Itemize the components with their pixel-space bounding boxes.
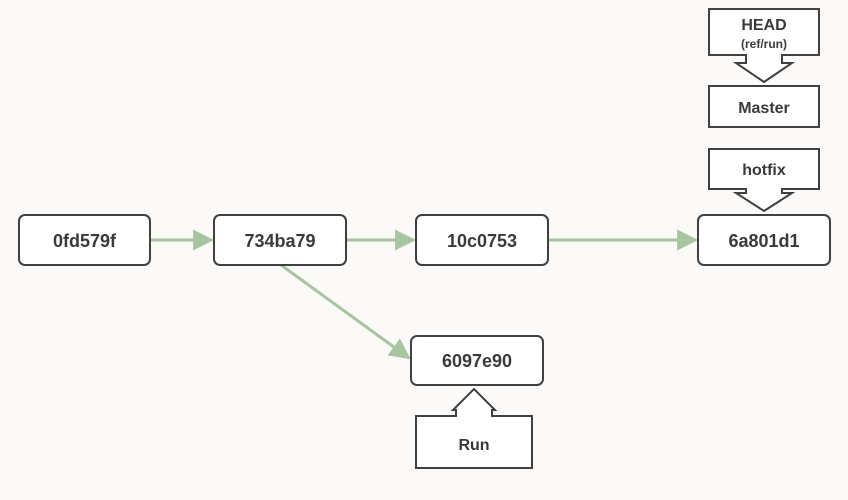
commit-label: 6a801d1 [728, 231, 799, 251]
run-branch-callout[interactable]: Run [415, 387, 533, 469]
commit-node-6097e90[interactable]: 6097e90 [410, 335, 544, 386]
master-branch-ref[interactable]: Master [708, 85, 820, 128]
commit-label: 10c0753 [447, 231, 517, 251]
commit-label: 734ba79 [244, 231, 315, 251]
commit-node-0fd579f[interactable]: 0fd579f [18, 214, 151, 266]
commit-node-734ba79[interactable]: 734ba79 [213, 214, 347, 266]
commit-label: 0fd579f [53, 231, 117, 251]
commit-node-6a801d1[interactable]: 6a801d1 [697, 214, 831, 266]
head-sub-label: (ref/run) [741, 37, 787, 51]
edge-c2-c5 [280, 263, 411, 360]
commit-label: 6097e90 [442, 351, 512, 371]
hotfix-label: hotfix [742, 162, 786, 179]
hotfix-branch-callout[interactable]: hotfix [708, 148, 820, 213]
head-label: HEAD [741, 17, 786, 34]
commit-node-10c0753[interactable]: 10c0753 [415, 214, 549, 266]
master-label: Master [738, 100, 790, 117]
head-ref-callout[interactable]: HEAD (ref/run) [708, 8, 820, 84]
run-label: Run [458, 437, 489, 454]
